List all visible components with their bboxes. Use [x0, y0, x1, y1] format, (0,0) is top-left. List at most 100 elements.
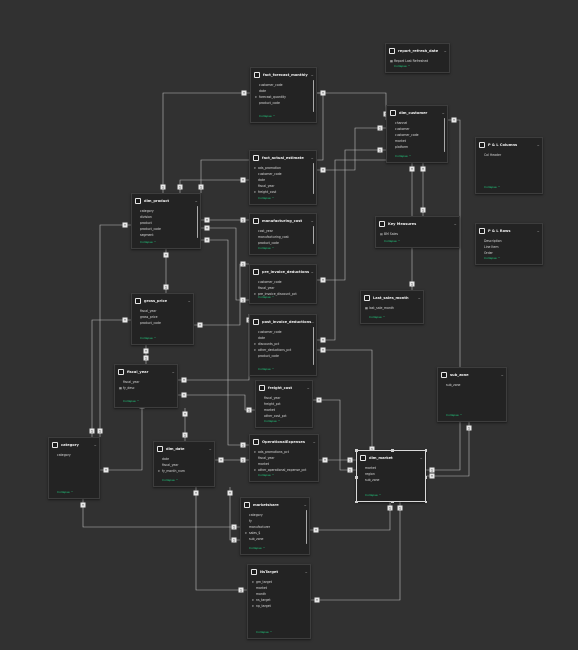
field-row[interactable]: platform	[387, 144, 447, 150]
relationship-line[interactable]	[426, 422, 470, 477]
collapse-link[interactable]: Collapse ^	[249, 546, 266, 550]
more-options-icon[interactable]: ···	[303, 502, 307, 508]
more-options-icon[interactable]: ···	[187, 298, 191, 304]
collapse-link[interactable]: Collapse ^	[484, 256, 501, 260]
more-options-icon[interactable]: ···	[443, 48, 447, 54]
field-row[interactable]: sub_zone	[241, 536, 309, 542]
more-options-icon[interactable]: ···	[304, 569, 308, 575]
relationship-line[interactable]	[313, 399, 356, 471]
field-row[interactable]: Description	[476, 238, 542, 244]
collapse-link[interactable]: Collapse ^	[484, 185, 501, 189]
table-card-header[interactable]: dim_product···	[132, 194, 200, 206]
resize-handle[interactable]	[355, 449, 358, 452]
collapse-link[interactable]: Collapse ^	[140, 240, 157, 244]
field-row[interactable]: date	[251, 88, 316, 94]
relationship-line[interactable]	[317, 127, 386, 171]
collapse-link[interactable]: Collapse ^	[140, 336, 157, 340]
table-card-header[interactable]: sub_zone···	[438, 368, 506, 380]
resize-handle[interactable]	[355, 500, 358, 503]
field-row[interactable]: date	[154, 456, 214, 462]
table-card-header[interactable]: P & L Columns···	[476, 138, 542, 150]
more-options-icon[interactable]: ···	[311, 319, 314, 325]
field-row[interactable]: fiscal_year	[115, 379, 177, 385]
relationship-line[interactable]	[317, 149, 386, 281]
table-card-header[interactable]: fiscal_year···	[115, 365, 177, 377]
relationship-line[interactable]	[317, 349, 373, 455]
relationship-line[interactable]	[310, 502, 391, 531]
table-card-header[interactable]: NsTarget···	[248, 565, 310, 577]
field-row[interactable]: market	[248, 585, 310, 591]
more-options-icon[interactable]: ···	[500, 372, 504, 378]
collapse-link[interactable]: Collapse ^	[365, 493, 382, 497]
field-row[interactable]: fiscal_year	[132, 308, 193, 314]
table-card-header[interactable]: Key Measures···	[376, 217, 459, 229]
scrollbar[interactable]	[196, 206, 198, 238]
field-row[interactable]: manufacturer	[241, 524, 309, 530]
more-options-icon[interactable]: ···	[310, 269, 314, 275]
table-card-header[interactable]: report_refresh_date···	[386, 44, 449, 56]
relationship-line[interactable]	[317, 92, 387, 120]
table-card-header[interactable]: dim_customer···	[387, 106, 447, 118]
collapse-link[interactable]: Collapse ^	[384, 239, 401, 243]
field-row[interactable]: segment	[132, 232, 200, 238]
field-row[interactable]: fiscal_year	[256, 395, 312, 401]
field-row[interactable]: product_code	[251, 100, 316, 106]
collapse-link[interactable]: Collapse ^	[258, 295, 275, 299]
table-card-header[interactable]: dim_market···	[357, 451, 425, 463]
field-row[interactable]: fiscal_year	[250, 285, 316, 291]
field-row[interactable]: manufacturing_cost	[250, 234, 316, 240]
field-row[interactable]: ▦fy_desc	[115, 385, 177, 391]
field-row[interactable]: division	[132, 214, 200, 220]
field-row[interactable]: product_code	[132, 320, 193, 326]
relationship-line[interactable]	[162, 92, 250, 193]
resize-handle[interactable]	[424, 449, 427, 452]
field-row[interactable]: date	[250, 335, 316, 341]
collapse-link[interactable]: Collapse ^	[369, 315, 386, 319]
field-row[interactable]: customer_code	[250, 329, 316, 335]
field-row[interactable]: market	[256, 407, 312, 413]
field-row[interactable]: fiscal_year	[250, 455, 318, 461]
more-options-icon[interactable]: ···	[417, 295, 421, 301]
collapse-link[interactable]: Collapse ^	[259, 114, 276, 118]
more-options-icon[interactable]: ···	[419, 455, 423, 461]
table-card-header[interactable]: marketshare···	[241, 498, 309, 510]
field-row[interactable]: fiscal_year	[250, 183, 316, 189]
field-row[interactable]: category	[241, 512, 309, 518]
scrollbar[interactable]	[312, 80, 314, 112]
relationship-line[interactable]	[82, 499, 240, 528]
field-row[interactable]: other_cost_pct	[256, 413, 312, 419]
field-row[interactable]: Order	[476, 250, 542, 256]
field-row[interactable]: sub_zone	[438, 382, 506, 388]
field-row[interactable]: customer_code	[251, 82, 316, 88]
table-card-header[interactable]: manufacturing_cost···	[250, 214, 316, 226]
collapse-link[interactable]: Collapse ^	[258, 473, 275, 477]
table-card-header[interactable]: Last_sales_month···	[361, 291, 423, 303]
field-row[interactable]: Line Item	[476, 244, 542, 250]
field-row[interactable]: region	[357, 471, 425, 477]
field-row[interactable]: product_code	[132, 226, 200, 232]
collapse-link[interactable]: Collapse ^	[258, 196, 275, 200]
